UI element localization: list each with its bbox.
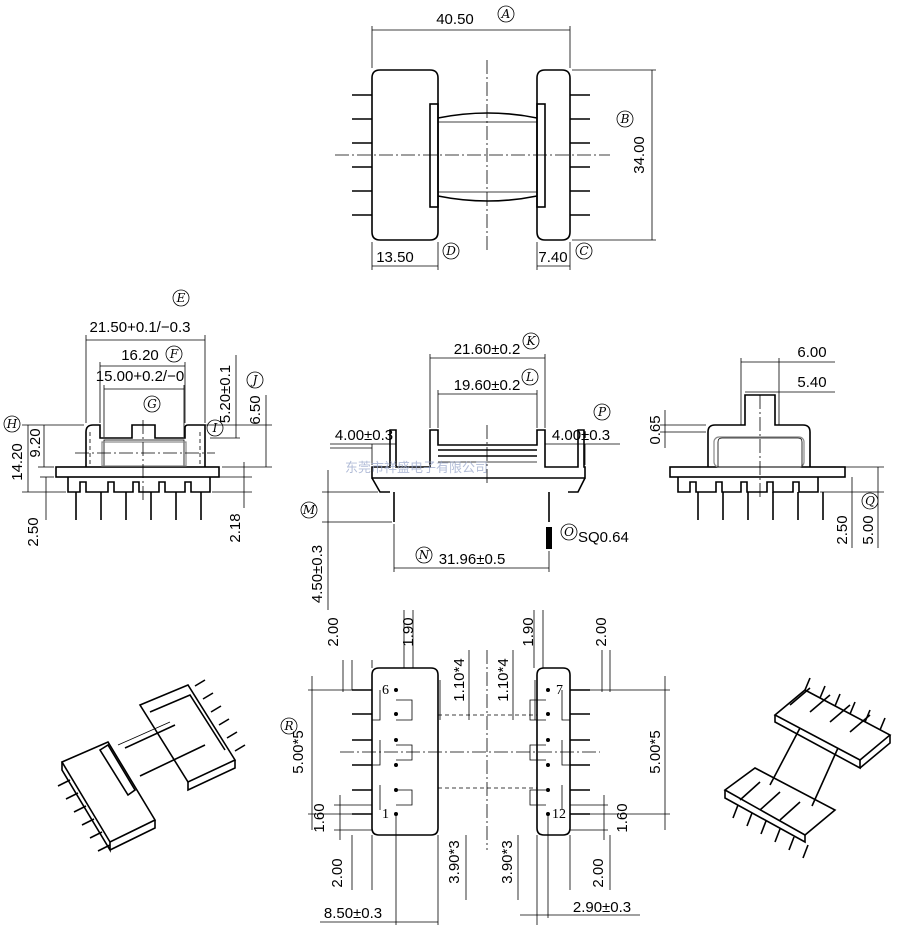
callout-l: L [525,370,534,384]
dim-6-00: 6.00 [797,344,826,361]
pin-number-7: 7 [556,683,563,698]
dim-5-00-right: 5.00*5 [647,730,664,773]
top-left-pins [352,94,372,216]
end-view: 6.00 5.40 0.65 2.50 5.00 Q [647,344,884,548]
dim-2-00-top-right: 2.00 [593,617,610,646]
callout-i: I [212,421,218,435]
dim-4-50: 4.50±0.3 [309,545,326,603]
dim-1-10-right: 1.10*4 [495,658,512,701]
dim-13-50: 13.50 [376,249,414,266]
dim-34-00: 34.00 [631,136,648,174]
dim-5-20: 5.20±0.1 [217,365,234,423]
callout-f: F [169,347,179,361]
callout-e: E [176,291,186,305]
pin-number-1: 1 [382,807,389,822]
callout-k: K [526,334,537,348]
front-view: 21.60±0.2 K 19.60±0.2 L 4.00±0.3 4.00±0.… [300,332,629,610]
dim-7-40: 7.40 [538,249,567,266]
dim-21-60: 21.60±0.2 [454,341,521,358]
dim-2-50-side: 2.50 [25,517,42,546]
pin-number-12: 12 [552,807,566,822]
callout-o: O [564,525,574,539]
iso-right-pins [732,677,886,859]
dim-19-60: 19.60±0.2 [454,377,521,394]
dim-15-00: 15.00+0.2/−0 [96,368,184,385]
callout-r: R [283,719,293,733]
dim-40-50: 40.50 [436,11,474,28]
dim-2-18: 2.18 [227,513,244,542]
end-pins [697,492,824,520]
dim-sq-0-64: SQ0.64 [578,529,629,546]
dim-21-50: 21.50+0.1/−0.3 [90,319,191,336]
watermark: 东莞市祥盛电子有限公司 [345,460,488,476]
dim-1-10-left: 1.10*4 [451,658,468,701]
callout-g: G [147,397,157,411]
callout-n: N [418,548,430,562]
dim-0-65: 0.65 [647,415,664,444]
dim-2-90: 2.90±0.3 [573,899,631,916]
pin-number-6: 6 [382,683,389,698]
top-view: 40.50 A 34.00 B 13.50 D 7.40 C [335,5,656,270]
dim-3-90-right: 3.90*3 [499,840,516,883]
dim-1-90-right: 1.90 [520,617,537,646]
callout-p: P [597,405,607,419]
top-right-pins [570,94,590,216]
dim-8-50: 8.50±0.3 [324,905,382,922]
side-view: 21.50+0.1/−0.3 E 16.20 F 15.00+0.2/−0 G … [3,289,272,547]
isometric-view-right [723,677,892,859]
dim-6-50: 6.50 [247,395,264,424]
callout-q: Q [865,494,875,508]
dim-9-20: 9.20 [27,428,44,457]
side-pins [75,492,202,520]
dim-5-00-left: 5.00*5 [290,730,307,773]
callout-h: H [6,417,18,431]
dim-4-00-right: 4.00±0.3 [552,427,610,444]
dim-4-00-left: 4.00±0.3 [335,427,393,444]
dim-31-96: 31.96±0.5 [439,551,506,568]
dim-1-90-left: 1.90 [400,617,417,646]
bottom-view: 6 7 1 12 2.00 1.90 1.10*4 1.10*4 1.90 2.… [280,610,670,925]
dim-2-00-top-left: 2.00 [325,617,342,646]
bottom-left-pins [352,688,398,816]
bottom-right-pins [546,688,590,816]
dim-5-00-end: 5.00 [860,515,877,544]
callout-m: M [302,503,316,517]
dim-5-40: 5.40 [797,374,826,391]
callout-b: B [620,112,630,126]
dim-2-50-end: 2.50 [834,515,851,544]
dim-1-60-right: 1.60 [614,803,631,832]
isometric-view-left [57,679,246,853]
dim-1-60-left: 1.60 [311,803,328,832]
iso-left-pins [57,679,246,852]
callout-j: J [250,373,259,387]
callout-d: D [445,244,456,258]
dim-2-00-bottom-left: 2.00 [329,858,346,887]
dim-3-90-left: 3.90*3 [446,840,463,883]
dim-14-20: 14.20 [9,443,26,481]
callout-a: A [501,7,511,21]
dim-16-20: 16.20 [121,347,159,364]
dim-2-00-bottom-right: 2.00 [590,858,607,887]
callout-c: C [579,244,588,258]
